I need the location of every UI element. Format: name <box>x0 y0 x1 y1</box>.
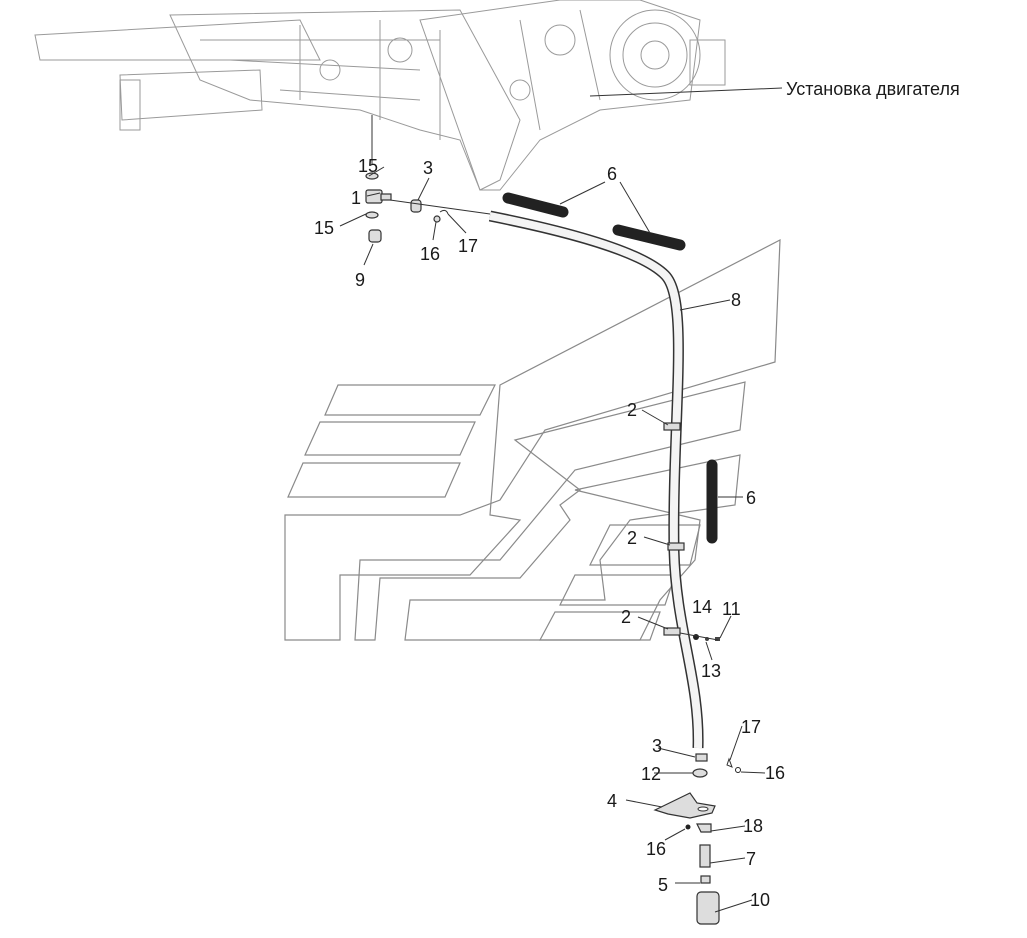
hose-8 <box>488 210 704 749</box>
callout-6: 6 <box>746 488 756 508</box>
callout-16: 16 <box>646 839 666 859</box>
callout-3: 3 <box>423 158 433 178</box>
engine-assembly-drawing <box>34 0 726 191</box>
callout-12: 12 <box>641 764 661 784</box>
callout-2: 2 <box>627 400 637 420</box>
callout-18: 18 <box>743 816 763 836</box>
background-logo <box>284 238 781 641</box>
callout-5: 5 <box>658 875 668 895</box>
callout-2: 2 <box>627 528 637 548</box>
callout-2: 2 <box>621 607 631 627</box>
callout-10: 10 <box>750 890 770 910</box>
leader-lines <box>339 87 783 913</box>
callout-4: 4 <box>607 791 617 811</box>
callout-17: 17 <box>458 236 478 256</box>
callout-8: 8 <box>731 290 741 310</box>
callout-16: 16 <box>420 244 440 264</box>
callout-13: 13 <box>701 661 721 681</box>
protective-sleeve-6 <box>502 192 718 544</box>
callout-16: 16 <box>765 763 785 783</box>
fittings <box>365 172 741 925</box>
callout-6: 6 <box>607 164 617 184</box>
callout-7: 7 <box>746 849 756 869</box>
callout-17: 17 <box>741 717 761 737</box>
callout-15: 15 <box>358 156 378 176</box>
engine-installation-label: Установка двигателя <box>786 79 960 99</box>
callout-11: 11 <box>722 599 741 619</box>
callout-3: 3 <box>652 736 662 756</box>
callout-1: 1 <box>351 188 361 208</box>
callout-9: 9 <box>355 270 365 290</box>
callout-labels: 15 1 15 9 3 16 17 6 8 2 6 2 2 14 11 13 3… <box>314 156 785 910</box>
callout-14: 14 <box>692 597 712 617</box>
callout-15: 15 <box>314 218 334 238</box>
